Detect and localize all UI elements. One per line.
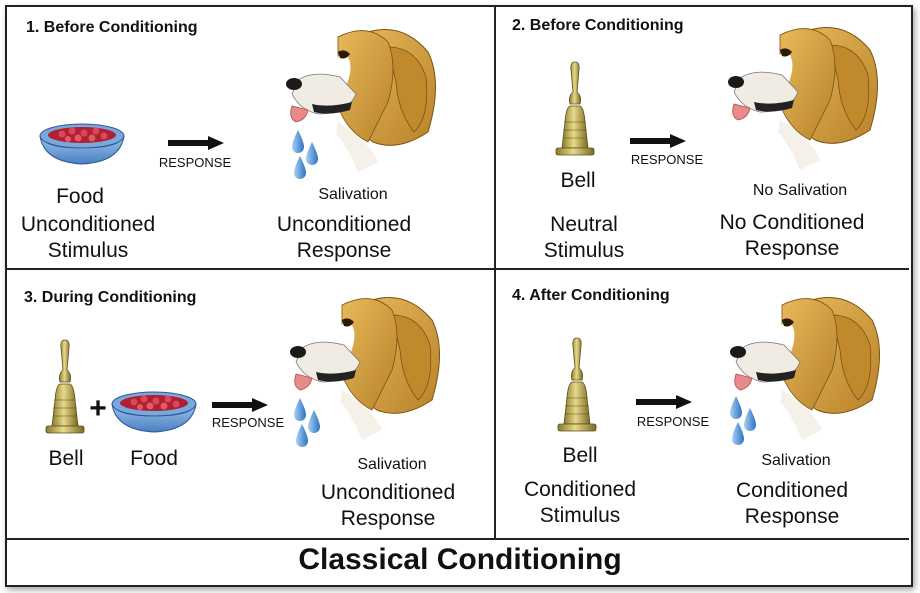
panel-1-arrow-label: RESPONSE (158, 155, 232, 170)
panel-1-response-type-1: Unconditioned (276, 213, 412, 236)
panel-3-response-type-2: Response (340, 507, 436, 530)
diagram-title: Classical Conditioning (298, 543, 622, 576)
arrow-icon (168, 136, 224, 150)
panel-4-stimulus-type-1: Conditioned (523, 478, 637, 501)
panel-3-stimulus-name-2: Food (130, 447, 178, 470)
panel-3-result: Salivation (357, 456, 427, 473)
panel-1-response-type-2: Response (296, 239, 392, 262)
panel-2-response-type-2: Response (744, 237, 840, 260)
panel-1-result: Salivation (318, 186, 388, 203)
panel-3-response-type-1: Unconditioned (320, 481, 456, 504)
title-divider (5, 538, 909, 540)
panel-4-stimulus-name: Bell (562, 444, 598, 467)
panel-divider-vertical (494, 5, 496, 538)
plus-sign: + (89, 392, 107, 425)
panel-4-response-type-1: Conditioned (735, 479, 849, 502)
panel-1-heading: 1. Before Conditioning (26, 19, 198, 36)
panel-1-stimulus-name: Food (56, 185, 104, 208)
panel-divider-horizontal (5, 268, 909, 270)
bell-icon (45, 339, 85, 434)
panel-2-result: No Salivation (752, 182, 848, 199)
bell-icon (557, 337, 597, 432)
panel-2-arrow-label: RESPONSE (630, 152, 704, 167)
food-bowl-icon (39, 123, 125, 165)
panel-2-stimulus-type-2: Stimulus (543, 239, 625, 262)
panel-2-stimulus-type-1: Neutral (550, 213, 618, 236)
panel-2-stimulus-name: Bell (560, 169, 596, 192)
panel-4-arrow-label: RESPONSE (636, 414, 710, 429)
panel-2-response-type-1: No Conditioned (719, 211, 865, 234)
saliva-drops-icon (292, 130, 318, 179)
arrow-icon (630, 134, 686, 148)
panel-4-result: Salivation (761, 452, 831, 469)
arrow-icon (212, 398, 268, 412)
panel-2-heading: 2. Before Conditioning (512, 17, 684, 34)
saliva-drops-icon (730, 396, 756, 445)
arrow-icon (636, 395, 692, 409)
panel-3-heading: 3. During Conditioning (24, 289, 197, 306)
panel-1-stimulus-type-2: Stimulus (47, 239, 129, 262)
panel-4-response-type-2: Response (744, 505, 840, 528)
panel-1-stimulus-type-1: Unconditioned (20, 213, 156, 236)
panel-4-heading: 4. After Conditioning (512, 287, 670, 304)
panel-3-arrow-label: RESPONSE (211, 415, 285, 430)
saliva-drops-icon (294, 398, 320, 447)
panel-3-stimulus-name-1: Bell (48, 447, 84, 470)
panel-4-stimulus-type-2: Stimulus (539, 504, 621, 527)
food-bowl-icon (111, 391, 197, 433)
bell-icon (555, 61, 595, 156)
dog-head-icon (727, 27, 878, 171)
